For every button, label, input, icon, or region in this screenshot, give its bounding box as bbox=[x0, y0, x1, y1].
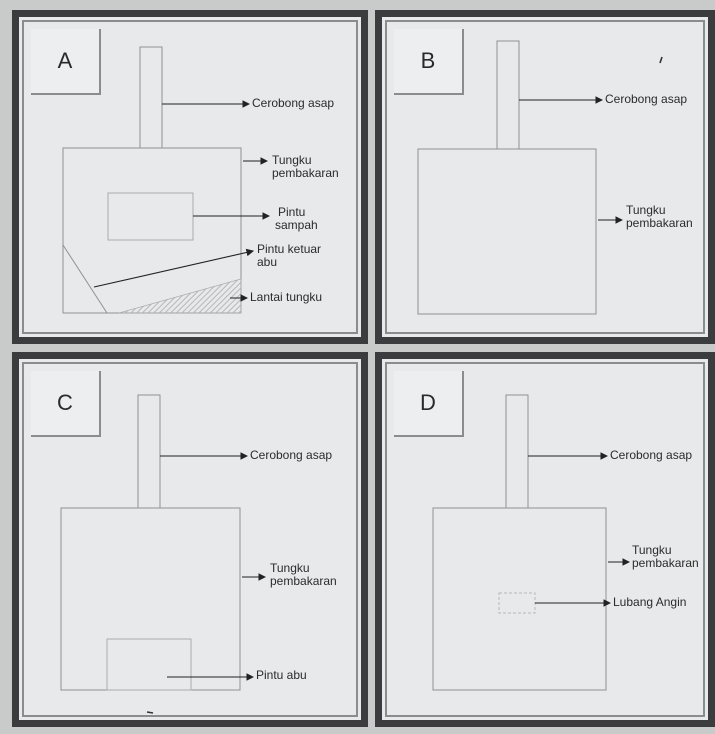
panel-b-letter: B bbox=[394, 29, 464, 95]
panel-d: D Cerobong asap Tungku pembakaran Lubang… bbox=[375, 352, 715, 727]
panel-a: A Cerobong asap Tungku pembakaran bbox=[12, 10, 368, 344]
chimney-label: Cerobong asap bbox=[605, 92, 688, 106]
panel-b: B Cerobong asap Tungku pembakaran bbox=[375, 10, 715, 344]
chimney-label: Cerobong asap bbox=[250, 448, 333, 462]
chimney-shape bbox=[505, 394, 529, 509]
speck-mark bbox=[146, 711, 154, 714]
furnace-label-line1: Tungku bbox=[632, 543, 672, 557]
panel-a-letter: A bbox=[31, 29, 101, 95]
panel-a-drawing bbox=[62, 46, 271, 314]
floor-label: Lantai tungku bbox=[250, 290, 323, 304]
panel-c-drawing bbox=[60, 394, 267, 714]
furnace-label-line2: pembakaran bbox=[632, 556, 699, 570]
waste-door-label-line1: Pintu bbox=[278, 205, 306, 219]
furnace-label-line1: Tungku bbox=[272, 153, 312, 167]
furnace-label-line1: Tungku bbox=[626, 203, 666, 217]
air-hole-shape bbox=[498, 592, 536, 614]
chimney-shape bbox=[139, 46, 163, 149]
furnace-shape bbox=[417, 148, 597, 315]
furnace-label-line2: pembakaran bbox=[272, 166, 339, 180]
panel-d-drawing bbox=[432, 394, 631, 691]
chimney-shape bbox=[496, 40, 520, 150]
panel-d-letter: D bbox=[394, 371, 464, 437]
ash-door-label: Pintu abu bbox=[256, 668, 307, 682]
ash-exit-door-shape bbox=[62, 244, 108, 314]
panel-b-drawing bbox=[417, 40, 663, 315]
air-hole-label: Lubang Angin bbox=[613, 595, 687, 609]
furnace-label-line1: Tungku bbox=[270, 561, 310, 575]
ash-exit-arrow bbox=[93, 248, 255, 288]
panel-c: C Cerobong asap Tungku pembakaran Pintu … bbox=[12, 352, 368, 727]
furnace-shape bbox=[432, 507, 607, 691]
panel-c-letter: C bbox=[31, 371, 101, 437]
ash-exit-label-line1: Pintu ketuar bbox=[257, 242, 322, 256]
speck-mark bbox=[659, 56, 663, 64]
furnace-label-line2: pembakaran bbox=[626, 216, 693, 230]
chimney-shape bbox=[137, 394, 161, 509]
furnace-label-line2: pembakaran bbox=[270, 574, 337, 588]
chimney-label: Cerobong asap bbox=[252, 96, 335, 110]
furnace-floor-shape bbox=[118, 278, 242, 314]
chimney-label: Cerobong asap bbox=[610, 448, 693, 462]
ash-exit-label-line2: abu bbox=[257, 255, 278, 269]
furnace-shape bbox=[60, 507, 241, 691]
waste-door-shape bbox=[107, 192, 194, 241]
waste-door-label-line2: sampah bbox=[275, 218, 318, 232]
ash-door-shape bbox=[106, 638, 192, 691]
